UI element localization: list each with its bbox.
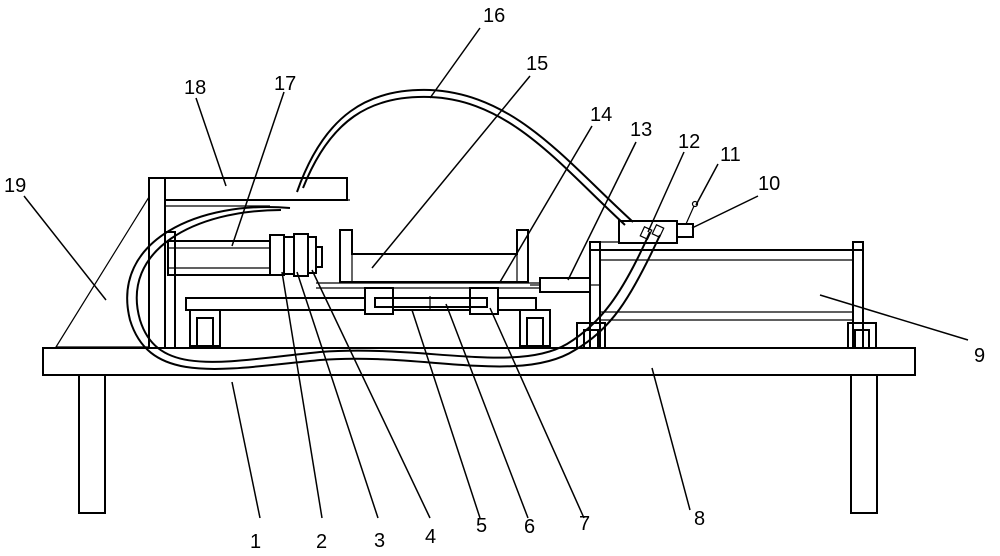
callout-1: 1 [250, 531, 261, 553]
callout-18: 18 [184, 77, 206, 99]
callout-2: 2 [316, 531, 327, 553]
callout-labels: 1 2 3 4 5 6 7 8 9 10 11 12 13 14 15 16 1… [4, 5, 985, 553]
callout-14: 14 [590, 104, 612, 126]
mesh-box [164, 177, 348, 201]
table-top [42, 347, 916, 376]
callout-8: 8 [694, 508, 705, 530]
table-leg-right [850, 374, 878, 514]
container [339, 229, 529, 283]
callout-19: 19 [4, 175, 26, 197]
callout-15: 15 [526, 53, 548, 75]
callout-5: 5 [476, 515, 487, 537]
callout-9: 9 [974, 345, 985, 367]
right-frame [576, 241, 877, 349]
guide-rail [185, 287, 551, 347]
callout-11: 11 [720, 144, 741, 166]
callout-10: 10 [758, 173, 780, 195]
table-leg-left [78, 374, 106, 514]
callout-7: 7 [579, 513, 590, 535]
rod [316, 282, 540, 289]
callout-12: 12 [678, 131, 700, 153]
callout-6: 6 [524, 516, 535, 538]
callout-17: 17 [274, 73, 296, 95]
callout-13: 13 [630, 119, 652, 141]
callout-3: 3 [374, 530, 385, 552]
leader-lines [23, 27, 969, 519]
coupling [269, 233, 323, 277]
motor [167, 240, 271, 276]
support-frame [54, 177, 350, 349]
table [42, 347, 916, 514]
callout-16: 16 [483, 5, 505, 27]
callout-4: 4 [425, 526, 436, 548]
